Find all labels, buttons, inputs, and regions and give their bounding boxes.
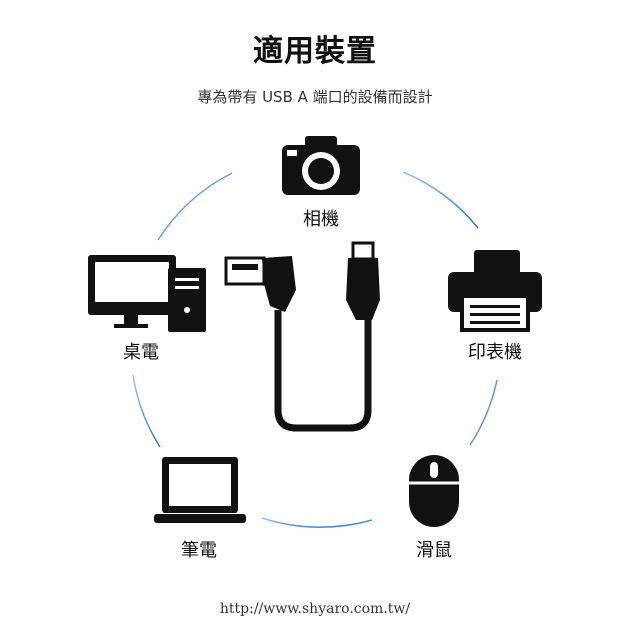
laptop-icon: [154, 457, 246, 523]
desktop-icon: [88, 255, 206, 332]
mouse-icon: [409, 455, 459, 527]
subtitle: 專為帶有 USB A 端口的設備而設計: [197, 88, 433, 106]
printer-icon: [448, 250, 542, 332]
device-label-printer: 印表機: [468, 342, 522, 363]
device-label-desktop: 桌電: [123, 342, 159, 363]
device-label-mouse: 滑鼠: [416, 540, 452, 561]
website-url: http://www.shyaro.com.tw/: [219, 601, 411, 617]
camera-icon: [282, 136, 360, 195]
usb-cable-icon: [224, 241, 380, 432]
device-label-laptop: 筆電: [181, 540, 217, 561]
connection-arcs: [132, 171, 498, 528]
device-label-camera: 相機: [303, 209, 339, 230]
page-title: 適用裝置: [253, 34, 377, 69]
